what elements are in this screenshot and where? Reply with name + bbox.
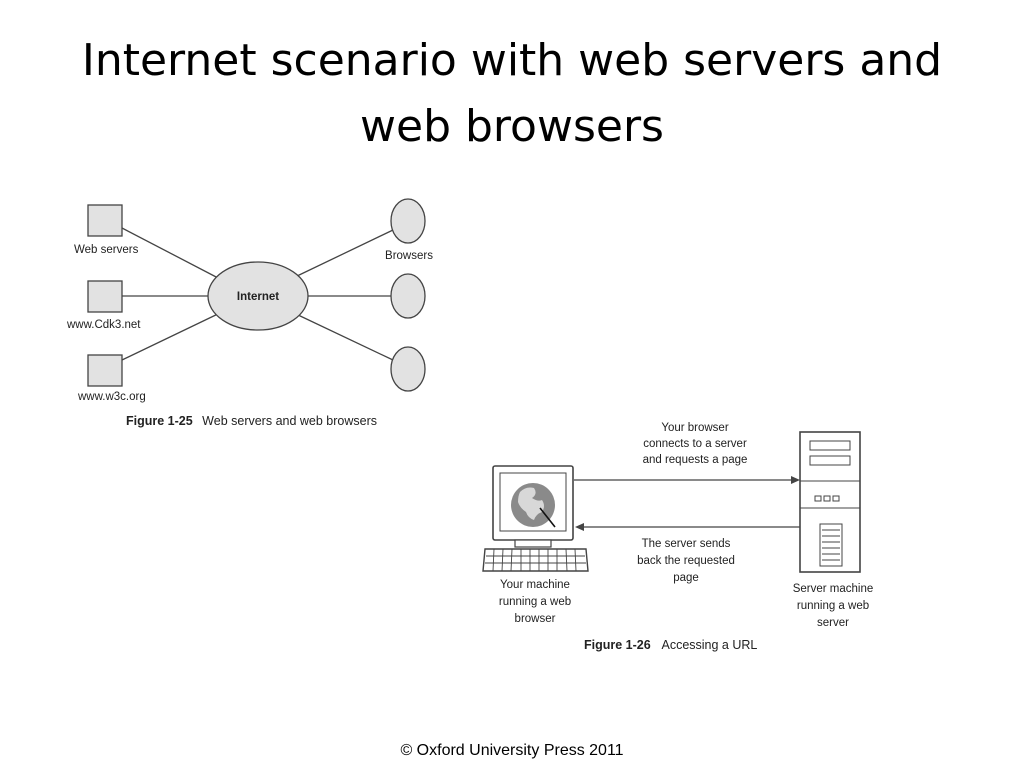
server-label-line2: running a web [797, 600, 869, 612]
server-tower-icon [799, 431, 861, 573]
response-arrowhead [575, 523, 584, 531]
request-text-line2: connects to a server [643, 438, 747, 450]
browser-circle-3 [390, 346, 426, 392]
server-label-line3: server [817, 617, 849, 629]
web-servers-label: Web servers [74, 244, 139, 256]
client-label-line2: running a web [499, 596, 571, 608]
keyboard [482, 548, 589, 572]
response-text-line3: page [673, 572, 699, 584]
keyboard-keys [485, 548, 586, 572]
figure-web-servers-browsers: Web servers www.Cdk3.net www.w3c.org Int… [66, 198, 433, 428]
server-cdk3-label: www.Cdk3.net [66, 319, 141, 331]
figure-1-25-number: Figure 1-25 [126, 414, 193, 428]
link-internet-browser3 [295, 313, 394, 361]
copyright-footer: © Oxford University Press 2011 [400, 742, 624, 759]
desktop-computer-icon [482, 465, 589, 572]
tower-button-3 [832, 495, 840, 502]
web-server-box-2 [87, 280, 123, 313]
drive-bay-2 [809, 455, 851, 466]
tower-button-2 [823, 495, 831, 502]
request-text-line3: and requests a page [643, 454, 748, 466]
browsers-label: Browsers [385, 250, 433, 262]
request-text-line1: Your browser [661, 422, 729, 434]
server-w3c-label: www.w3c.org [77, 391, 146, 403]
figure-accessing-url: Your browser connects to a server and re… [482, 422, 874, 652]
server-label-line1: Server machine [793, 583, 874, 595]
response-text-line1: The server sends [642, 538, 731, 550]
slide-title: Internet scenario with web servers and w… [0, 28, 1024, 160]
slide-title-line1: Internet scenario with web servers and [81, 35, 943, 86]
connection-lines [121, 227, 394, 361]
globe-continent [518, 487, 544, 520]
tower-vent [819, 523, 843, 567]
figure-1-26-number: Figure 1-26 [584, 638, 651, 652]
browser-circle-2 [390, 273, 426, 319]
tower-vent-slots [822, 529, 840, 561]
link-server1-internet [121, 227, 221, 280]
tower-button-1 [814, 495, 822, 502]
link-server3-internet [121, 311, 223, 361]
globe-icon [511, 483, 556, 528]
figure-1-26-caption: Figure 1-26 Accessing a URL [584, 638, 757, 652]
drive-bay-1 [809, 440, 851, 451]
link-internet-browser1 [294, 229, 394, 278]
figure-1-25-caption: Figure 1-25 Web servers and web browsers [126, 414, 377, 428]
monitor-base [514, 539, 552, 548]
figure-1-26-text: Accessing a URL [661, 638, 757, 652]
web-server-box-1 [87, 204, 123, 237]
web-server-box-3 [87, 354, 123, 387]
slide-title-line2: web browsers [360, 101, 664, 152]
client-label-line3: browser [515, 613, 556, 625]
response-text-line2: back the requested [637, 555, 735, 567]
internet-label: Internet [237, 291, 279, 303]
internet-cloud [207, 261, 309, 331]
figure-1-25-text: Web servers and web browsers [202, 414, 377, 428]
browser-circle-1 [390, 198, 426, 244]
cursor-pointer [539, 507, 556, 528]
client-label-line1: Your machine [500, 579, 570, 591]
request-arrowhead [791, 476, 800, 484]
